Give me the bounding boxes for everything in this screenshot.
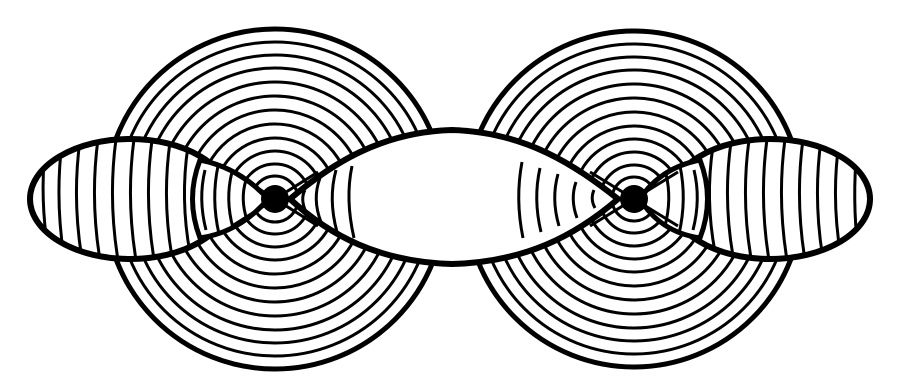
nucleus-left bbox=[261, 185, 289, 213]
lobe-right-inner bbox=[640, 160, 708, 238]
nucleus-right bbox=[620, 185, 648, 213]
lobe-center bbox=[290, 130, 618, 264]
lobe-left-inner bbox=[193, 160, 269, 238]
